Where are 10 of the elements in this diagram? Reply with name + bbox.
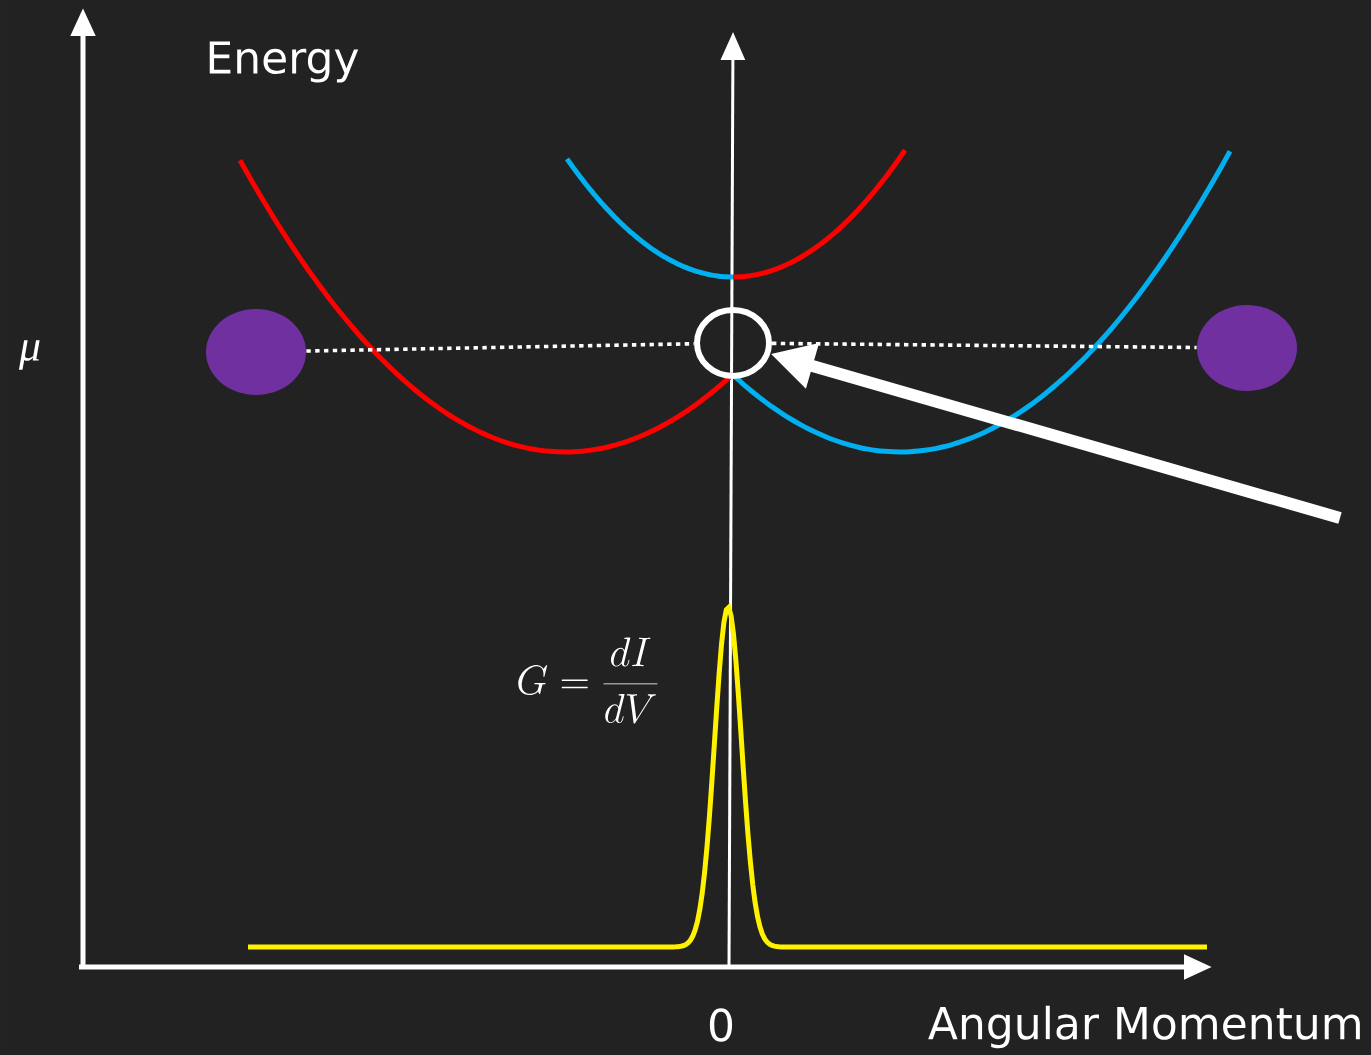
axis-label: Energy	[209, 41, 359, 83]
particle-dot	[1197, 305, 1297, 391]
axis-label: μ	[18, 340, 40, 370]
tick-label: 0	[709, 1008, 733, 1042]
formula: $G = \frac{dI}{dV}$	[518, 637, 658, 724]
particle-dot	[206, 309, 306, 395]
axis-label: Angular Momentum	[928, 1005, 1360, 1049]
dotted-line	[306, 341, 695, 353]
ring-marker	[694, 307, 772, 379]
dotted-line	[772, 341, 1197, 350]
